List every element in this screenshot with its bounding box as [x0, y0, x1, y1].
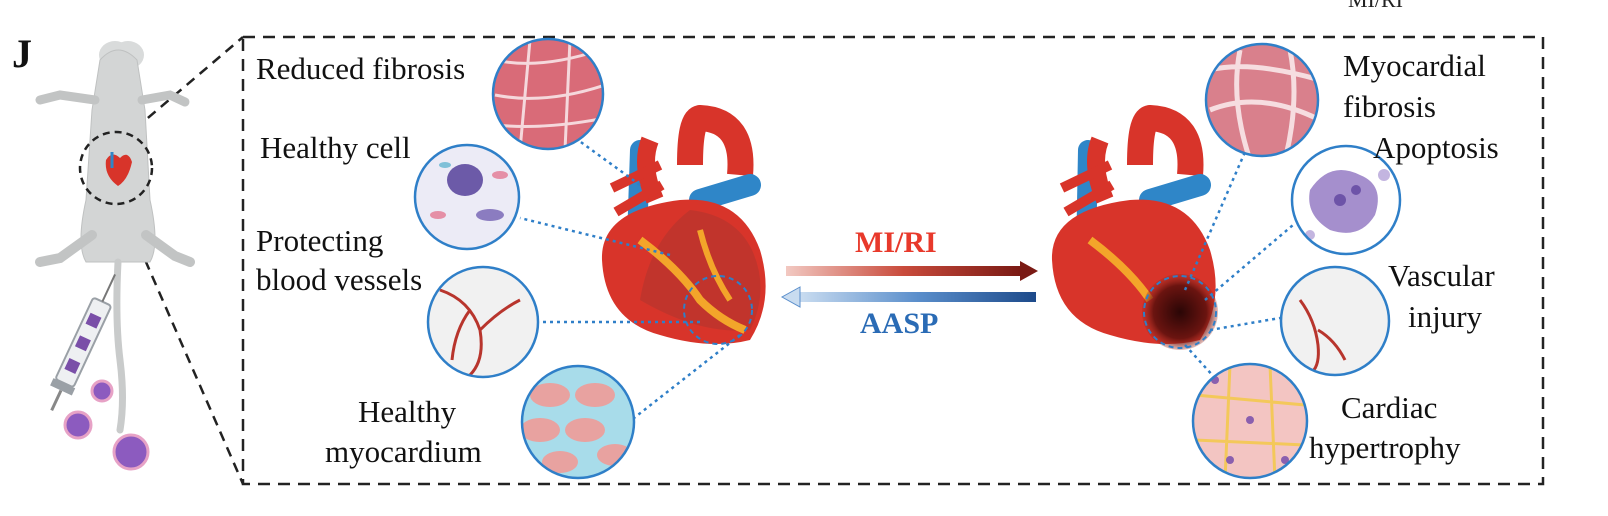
- label-protecting-line1: Protecting: [256, 223, 384, 258]
- label-protecting-line2: blood vessels: [256, 262, 423, 297]
- reduced-fibrosis-image: [491, 37, 605, 151]
- dashed-frame: [241, 35, 1545, 486]
- label-apoptosis: Apoptosis: [1373, 130, 1499, 165]
- label-healthy-cell: Healthy cell: [260, 130, 411, 165]
- vascular-injury-image: [1279, 265, 1391, 377]
- left-connectors: [519, 138, 741, 419]
- label-myocardial-line2: fibrosis: [1343, 89, 1436, 124]
- mouse-illustration: [35, 41, 195, 471]
- right-connectors: [1183, 151, 1294, 379]
- mi-ri-label: MI/RI: [855, 226, 937, 259]
- cut-off-label: MI/RI: [1348, 0, 1403, 13]
- cardiac-hypertrophy-image: [1191, 362, 1309, 480]
- label-cardiac-line2: hypertrophy: [1309, 430, 1461, 465]
- apoptosis-image: [1290, 144, 1402, 256]
- healthy-heart-illustration: [601, 104, 766, 345]
- blood-vessels-image: [426, 265, 540, 379]
- label-reduced-fibrosis: Reduced fibrosis: [256, 51, 466, 86]
- label-healthy-myo-line2: myocardium: [325, 434, 482, 469]
- label-vascular-line1: Vascular: [1388, 258, 1495, 293]
- aasp-label: AASP: [860, 307, 939, 340]
- label-cardiac-line1: Cardiac: [1341, 390, 1438, 425]
- myocardial-fibrosis-image: [1204, 42, 1320, 158]
- label-vascular-line2: injury: [1408, 299, 1483, 334]
- healthy-myocardium-image: [520, 364, 636, 480]
- injured-heart-illustration: [1051, 104, 1218, 350]
- label-myocardial-line1: Myocardial: [1343, 48, 1486, 83]
- healthy-cell-image: [413, 143, 521, 251]
- label-healthy-myo-line1: Healthy: [358, 394, 457, 429]
- transition-arrows: [780, 261, 1038, 308]
- panel-letter: J: [12, 31, 32, 76]
